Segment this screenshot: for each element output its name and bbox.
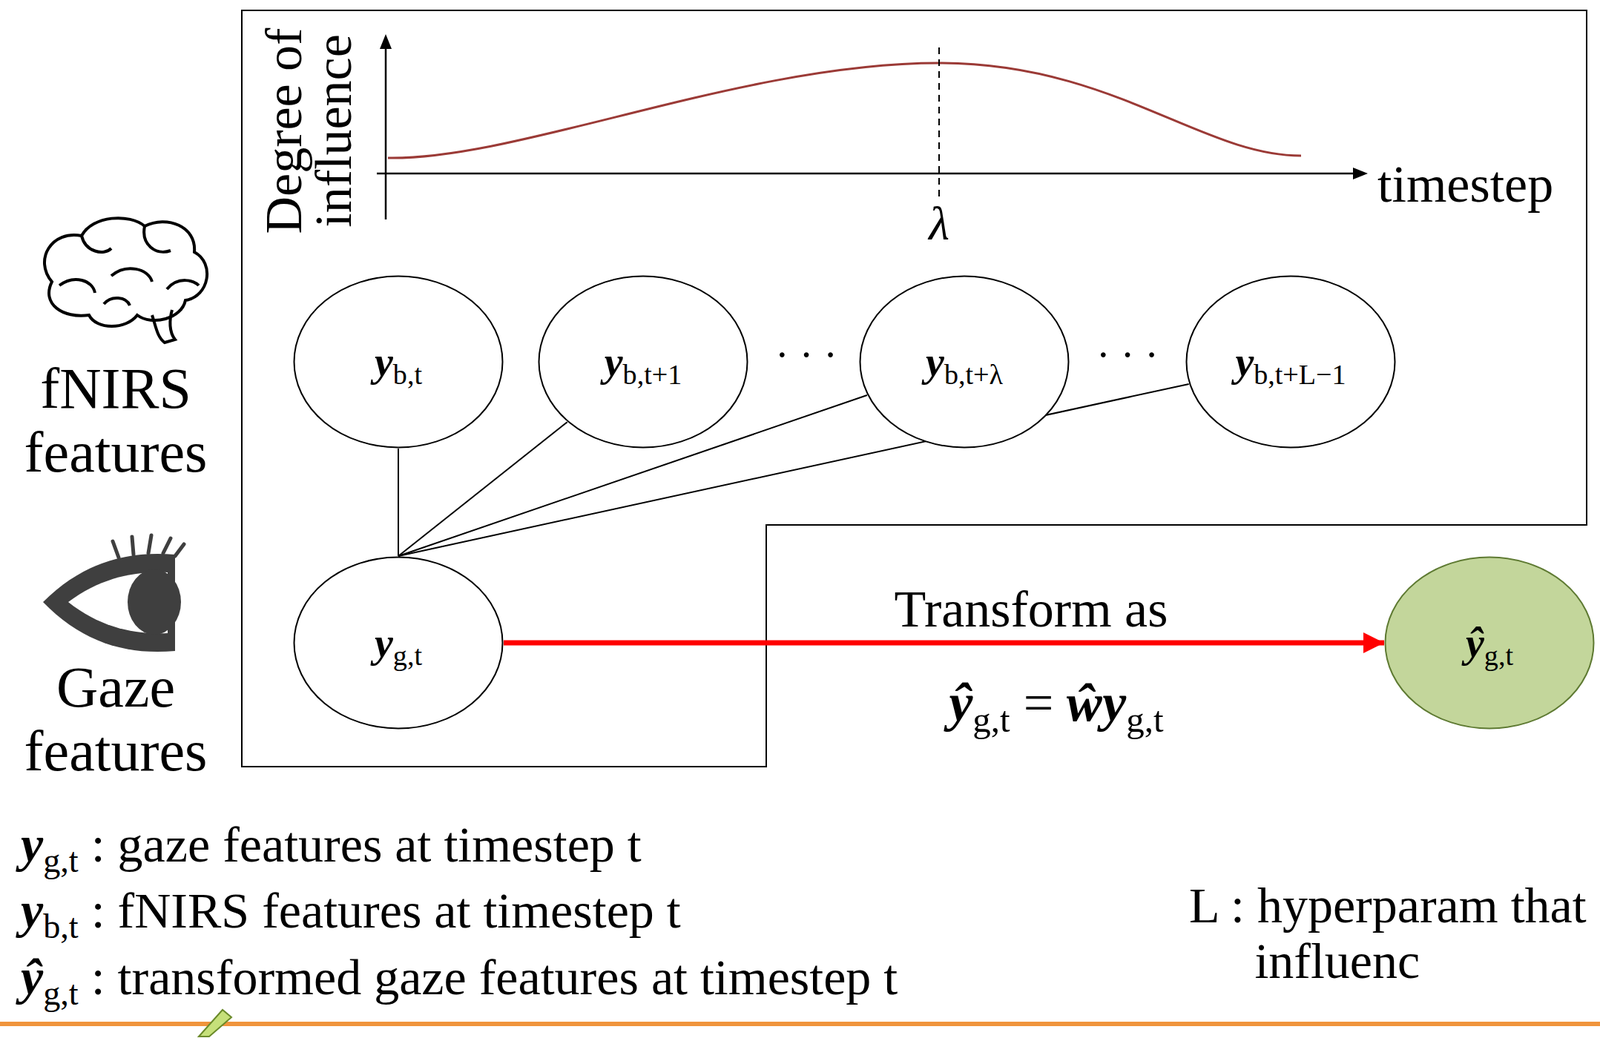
- math-variable: y: [1102, 673, 1127, 733]
- circle-shape: [860, 276, 1069, 449]
- math-variable: ŷ: [20, 949, 44, 1006]
- circle-node: yb,t: [292, 275, 504, 449]
- math-variable: ŷ: [948, 673, 973, 733]
- node-label: yb,t: [374, 338, 423, 386]
- math-subscript: b,t: [393, 359, 423, 391]
- node-label: ŷg,t: [1465, 619, 1514, 667]
- region-outline: [241, 10, 1587, 767]
- math-subscript: b,t+L−1: [1253, 359, 1346, 391]
- circle-shape: [294, 557, 503, 730]
- influence-curve: [387, 63, 1302, 158]
- circle-shape: [539, 276, 748, 449]
- math-variable: y: [925, 338, 945, 385]
- math-subscript: g,t: [1126, 699, 1164, 741]
- connector: [503, 640, 1385, 647]
- edge-label: Transform as: [894, 580, 1169, 638]
- math-variable: y: [374, 338, 394, 385]
- brain-icon: [44, 218, 207, 343]
- math-subscript: g,t: [393, 640, 423, 672]
- math-subscript: g,t: [43, 973, 79, 1012]
- x-axis: [376, 172, 1356, 176]
- math-subscript: b,t: [43, 907, 79, 946]
- math-variable: y: [374, 620, 394, 667]
- node-label: yb,t+λ: [925, 338, 1003, 386]
- definition: L : hyperparam that influenc: [1189, 878, 1590, 990]
- math-subscript: g,t: [972, 699, 1010, 741]
- math-subscript: b,t+λ: [944, 359, 1003, 391]
- circle-node: ŷg,t: [1384, 556, 1595, 730]
- peak-marker: [938, 47, 940, 202]
- circle-node: yb,t+λ: [858, 275, 1070, 449]
- math-subscript: g,t: [43, 841, 79, 879]
- circle-node: yg,t: [292, 556, 504, 730]
- connector: [397, 448, 400, 557]
- ellipsis: · · ·: [775, 333, 838, 380]
- node-label: yb,t+1: [604, 338, 683, 386]
- connector: [398, 384, 1190, 557]
- eye-icon: [43, 535, 184, 653]
- y-axis-head: [379, 34, 392, 49]
- node-label: yb,t+L−1: [1235, 338, 1346, 386]
- circle-node: yb,t+L−1: [1185, 275, 1397, 449]
- math-variable: y: [20, 882, 44, 940]
- circle-shape: [294, 276, 503, 449]
- x-axis-head: [1352, 167, 1368, 180]
- math-variable: y: [604, 338, 624, 385]
- math-variable: y: [20, 816, 44, 874]
- circle-shape: [1186, 276, 1396, 449]
- footer-bar: [0, 1022, 1600, 1027]
- math-subscript: g,t: [1484, 640, 1514, 672]
- node-label: yg,t: [374, 619, 423, 667]
- modality-label: Gaze features: [4, 655, 227, 784]
- circle-node: yb,t+1: [537, 275, 749, 449]
- formula: ŷg,t = ŵyg,t: [948, 674, 1164, 733]
- definition: yg,t : gaze features at timestep t: [20, 817, 642, 874]
- modality-label: fNIRS features: [4, 356, 227, 485]
- axis-label: timestep: [1377, 155, 1554, 213]
- definition: ŷg,t : transformed gaze features at time…: [20, 950, 898, 1006]
- math-variable: ŷ: [1465, 620, 1485, 667]
- y-axis: [384, 44, 388, 220]
- circle-shape: [1385, 557, 1595, 730]
- math-subscript: b,t+1: [623, 359, 683, 391]
- pencil-icon: [198, 1010, 232, 1037]
- axis-label: Degree of influence: [259, 4, 359, 257]
- math-variable: y: [1235, 338, 1254, 385]
- math-variable: ŵ: [1066, 673, 1103, 733]
- definition: yb,t : fNIRS features at timestep t: [20, 883, 681, 940]
- ellipsis: · · ·: [1096, 333, 1159, 380]
- peak-label: λ: [928, 198, 950, 250]
